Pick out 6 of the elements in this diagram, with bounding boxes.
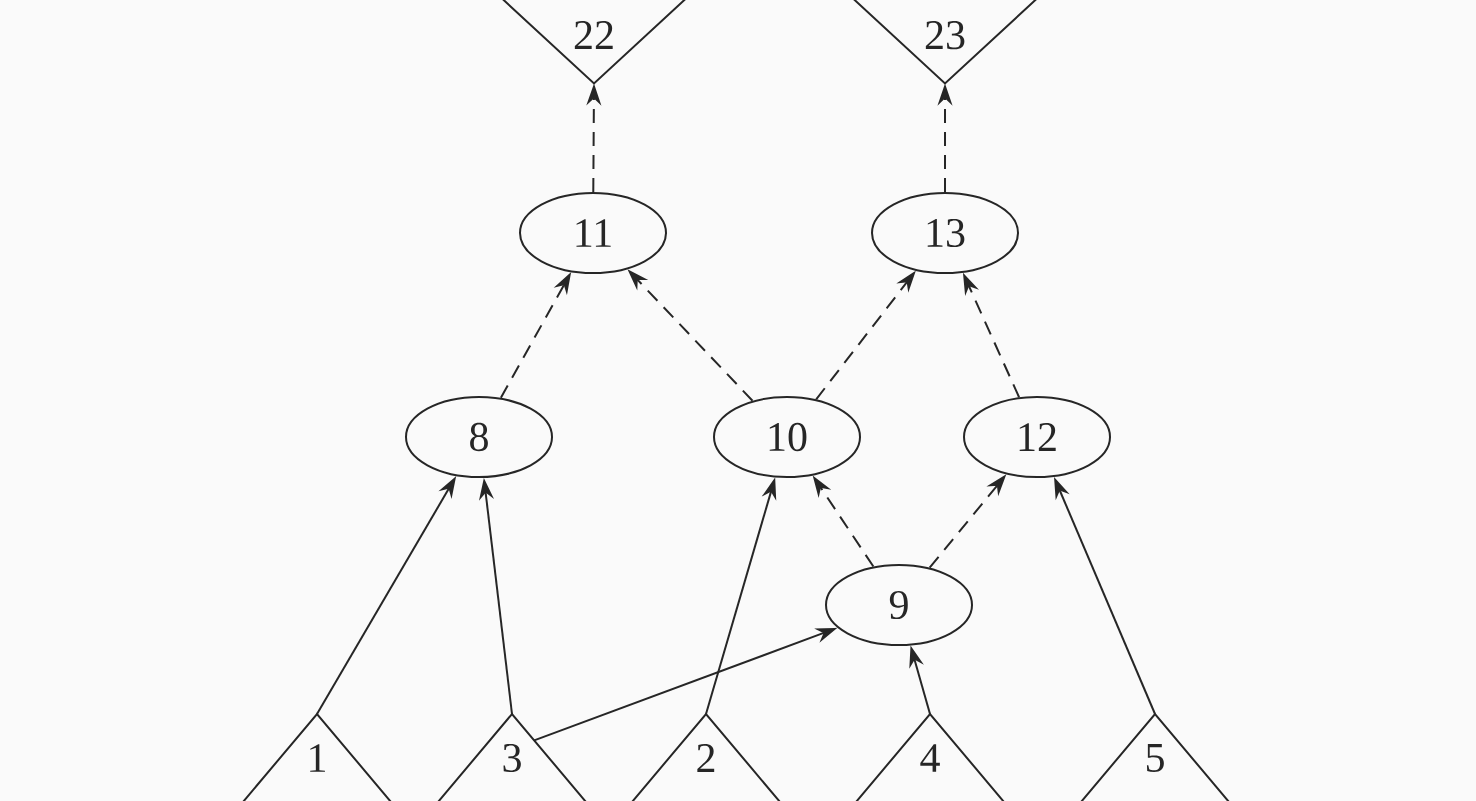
- ellipse-node: 8: [405, 396, 553, 478]
- ellipse-node: 12: [963, 396, 1111, 478]
- ellipse-node: 10: [713, 396, 861, 478]
- ellipse-node: 13: [871, 192, 1019, 274]
- ellipse-node: 9: [825, 564, 973, 646]
- ellipse-node: 11: [519, 192, 667, 274]
